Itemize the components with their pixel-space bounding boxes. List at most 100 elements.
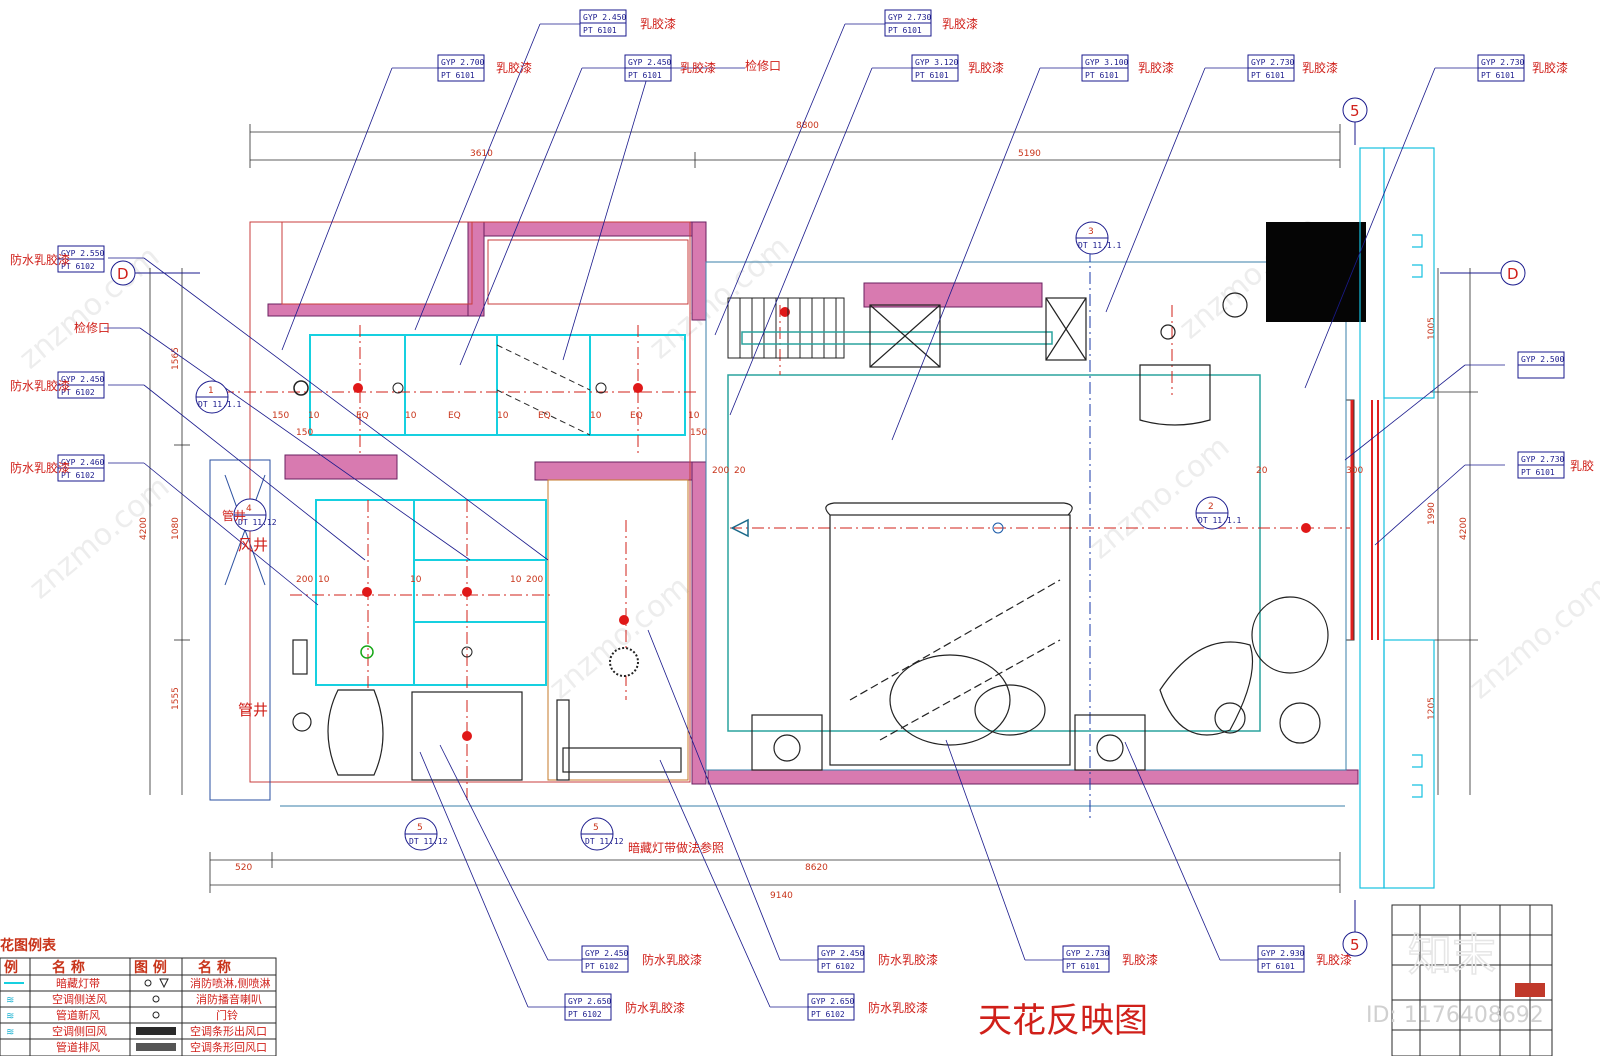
svg-text:防水乳胶漆: 防水乳胶漆: [625, 1000, 685, 1015]
svg-text:防水乳胶漆: 防水乳胶漆: [878, 952, 938, 967]
sprinkler-side-icon: [730, 518, 749, 538]
svg-text:3: 3: [1088, 227, 1094, 237]
svg-text:GYP 2.650: GYP 2.650: [811, 997, 855, 1006]
svg-text:乳胶漆: 乳胶漆: [942, 16, 978, 31]
legend-header: 图 例: [134, 959, 167, 976]
svg-text:GYP 2.500: GYP 2.500: [1521, 355, 1565, 364]
svg-text:200: 200: [526, 575, 543, 585]
svg-text:乳胶漆: 乳胶漆: [1532, 60, 1568, 75]
legend-table: 花图例表 例 名 称 图 例 名 称 暗藏灯带 消防喷淋,侧喷淋 空调侧送风 消…: [0, 937, 277, 1056]
image-id-label: ID: 1176408692: [1366, 1003, 1544, 1028]
ac-supply-icon: ≋: [6, 995, 14, 1006]
detail-marker: 2DT 11.1.1: [1195, 496, 1242, 530]
room-label-pipe-shaft-small: 管井: [222, 508, 246, 523]
black-column: [1266, 222, 1366, 322]
side-sprinkler-icon: [159, 978, 169, 989]
svg-text:10: 10: [510, 575, 522, 585]
svg-text:PT 6101: PT 6101: [583, 26, 617, 35]
dim-h-left-3: 1555: [171, 687, 181, 710]
watermark-text: znzmo.com: [543, 569, 697, 706]
svg-text:5: 5: [1350, 102, 1360, 120]
svg-text:5: 5: [1350, 936, 1360, 954]
svg-text:乳胶漆: 乳胶漆: [1316, 952, 1352, 967]
downlight-icon: [353, 383, 363, 393]
legend-header: 名 称: [198, 959, 231, 976]
ceiling-grid-corridor: [309, 334, 686, 436]
svg-text:GYP 2.730: GYP 2.730: [1251, 58, 1295, 67]
svg-text:DT 11.12: DT 11.12: [238, 518, 277, 527]
svg-text:150: 150: [272, 411, 289, 421]
svg-text:GYP 2.730: GYP 2.730: [1066, 949, 1110, 958]
exhaust-fan-icon: [360, 645, 374, 659]
svg-text:5: 5: [593, 823, 599, 833]
svg-text:PT 6102: PT 6102: [61, 262, 95, 271]
downlight-icon: [362, 587, 372, 597]
svg-text:乳胶漆: 乳胶漆: [640, 16, 676, 31]
light-fixtures: [293, 307, 1311, 741]
watermark-text: znzmo.com: [1463, 569, 1600, 706]
dim-bottom-520: 520: [235, 863, 252, 873]
svg-text:GYP 2.450: GYP 2.450: [61, 375, 105, 384]
sprinkler-icon: [992, 522, 1004, 534]
svg-text:D: D: [1507, 265, 1519, 283]
dim-seg-left: 3610: [470, 149, 493, 159]
dim-h-left-total: 4200: [139, 517, 149, 540]
svg-text:150: 150: [296, 428, 313, 438]
svg-text:GYP 2.550: GYP 2.550: [61, 249, 105, 258]
svg-text:PT 6101: PT 6101: [441, 71, 475, 80]
svg-text:10: 10: [688, 411, 700, 421]
legend-row-name: 消防喷淋,侧喷淋: [190, 976, 271, 990]
bed: [829, 514, 1071, 766]
center-lines: [200, 305, 1350, 800]
linear-supply-icon: [136, 1027, 176, 1035]
axis-bubble-5-top: 5: [1342, 97, 1368, 145]
svg-text:2: 2: [1208, 502, 1214, 512]
legend-row-name: 管道新风: [56, 1008, 100, 1022]
svg-text:EQ: EQ: [356, 411, 369, 421]
svg-text:GYP 2.450: GYP 2.450: [628, 58, 672, 67]
window-hatch: [1371, 400, 1379, 640]
axis-bubble-D-left: D: [110, 260, 200, 286]
dim-h-right-total: 4200: [1459, 517, 1469, 540]
svg-text:10: 10: [410, 575, 422, 585]
legend-row-name: 暗藏灯带: [56, 976, 100, 990]
dim-h-right-1: 1005: [1427, 317, 1437, 340]
svg-text:10: 10: [590, 411, 602, 421]
dashed-diagonal: [496, 344, 591, 391]
downlight-icon: [633, 383, 643, 393]
svg-text:10: 10: [308, 411, 320, 421]
svg-text:PT 6101: PT 6101: [628, 71, 662, 80]
svg-text:PT 6102: PT 6102: [61, 388, 95, 397]
toilet: [327, 689, 384, 776]
legend-title: 花图例表: [0, 937, 57, 954]
sprinkler-icon: [144, 979, 152, 987]
svg-text:20: 20: [734, 466, 746, 476]
legend-row-name: 空调条形回风口: [190, 1040, 267, 1054]
svg-text:4: 4: [246, 504, 252, 514]
svg-text:DT 11.1.1: DT 11.1.1: [1078, 241, 1122, 250]
detail-marker: 1DT 11.1.1: [195, 380, 242, 414]
svg-text:GYP 2.460: GYP 2.460: [61, 458, 105, 467]
dim-h-right-2: 1990: [1427, 502, 1437, 525]
svg-text:GYP 2.700: GYP 2.700: [441, 58, 485, 67]
dim-seg-right: 5190: [1018, 149, 1041, 159]
dim-h-left-2: 1080: [171, 517, 181, 540]
svg-text:1: 1: [208, 386, 214, 396]
spec-tag: GYP 2.500: [1517, 351, 1565, 379]
linear-return-icon: [136, 1043, 176, 1051]
legend-row-name: 空调条形出风口: [190, 1024, 267, 1038]
dim-h-left-1: 1565: [171, 347, 181, 370]
svg-text:GYP 2.450: GYP 2.450: [821, 949, 865, 958]
